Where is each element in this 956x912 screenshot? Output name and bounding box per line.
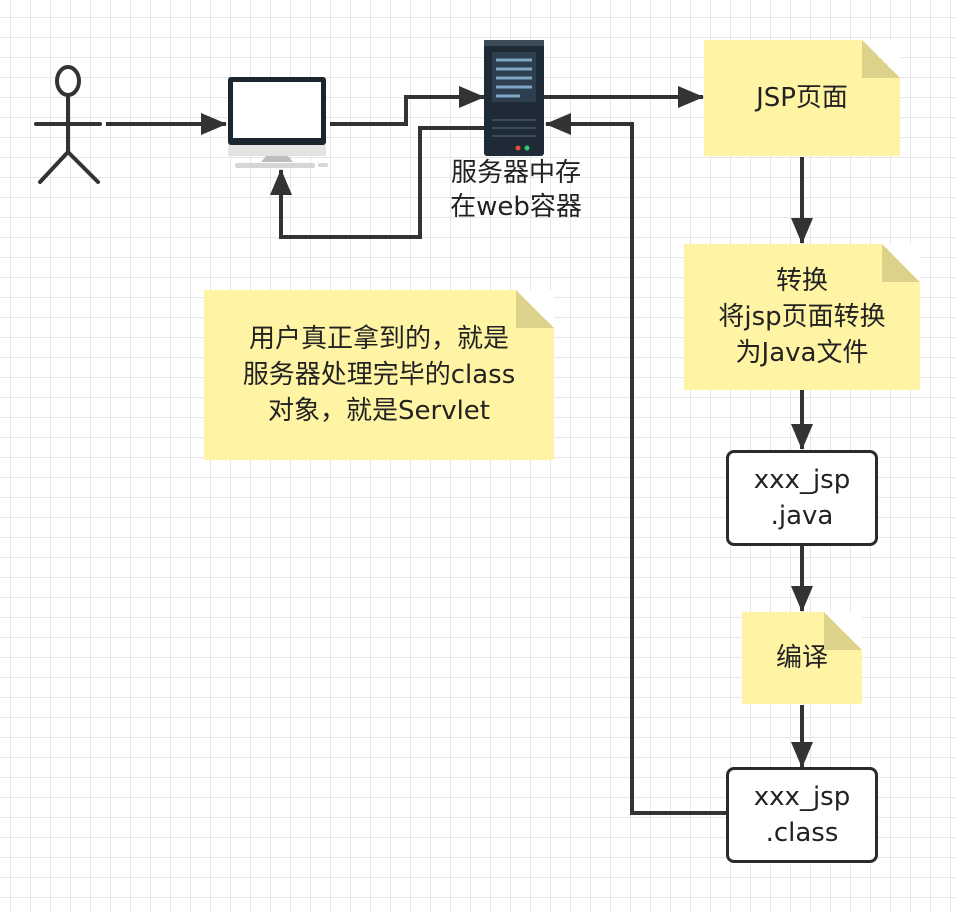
note-fold	[882, 244, 920, 282]
jsp-page-text: JSP页面	[756, 83, 848, 113]
convert-line-3: 为Java文件	[735, 338, 869, 368]
server-icon	[484, 40, 544, 156]
connectors	[106, 86, 813, 815]
java-file-box: xxx_jsp .java	[726, 450, 878, 546]
server-label-line-2: 在web容器	[450, 192, 582, 222]
computer-icon	[228, 77, 328, 168]
note-fold	[862, 40, 900, 78]
jsp-page-note: JSP页面	[704, 40, 900, 156]
note-fold	[516, 290, 554, 328]
class-file-box: xxx_jsp .class	[726, 767, 878, 863]
convert-line-1: 转换	[775, 266, 828, 296]
user-note-line-3: 对象，就是Servlet	[268, 396, 490, 426]
user-note-line-2: 服务器处理完毕的class	[242, 360, 516, 390]
server-label-line-1: 服务器中存	[450, 158, 581, 188]
java-file-line-2: .java	[770, 501, 834, 531]
note-fold	[824, 612, 862, 650]
arrow-computer-to-server	[330, 86, 485, 126]
compile-text: 编译	[775, 643, 828, 673]
arrow-class-to-server	[545, 113, 727, 815]
arrow-server-to-computer	[270, 126, 484, 239]
java-file-line-1: xxx_jsp	[753, 465, 851, 495]
server-label: 服务器中存 在web容器	[428, 156, 604, 224]
user-receives-note: 用户真正拿到的，就是 服务器处理完毕的class 对象，就是Servlet	[204, 290, 554, 460]
convert-line-2: 将jsp页面转换	[718, 302, 886, 332]
compile-note: 编译	[742, 612, 862, 704]
user-icon	[34, 65, 102, 184]
convert-note: 转换 将jsp页面转换 为Java文件	[684, 244, 920, 390]
class-file-line-2: .class	[765, 818, 839, 848]
class-file-line-1: xxx_jsp	[753, 782, 851, 812]
user-note-line-1: 用户真正拿到的，就是	[248, 324, 509, 354]
